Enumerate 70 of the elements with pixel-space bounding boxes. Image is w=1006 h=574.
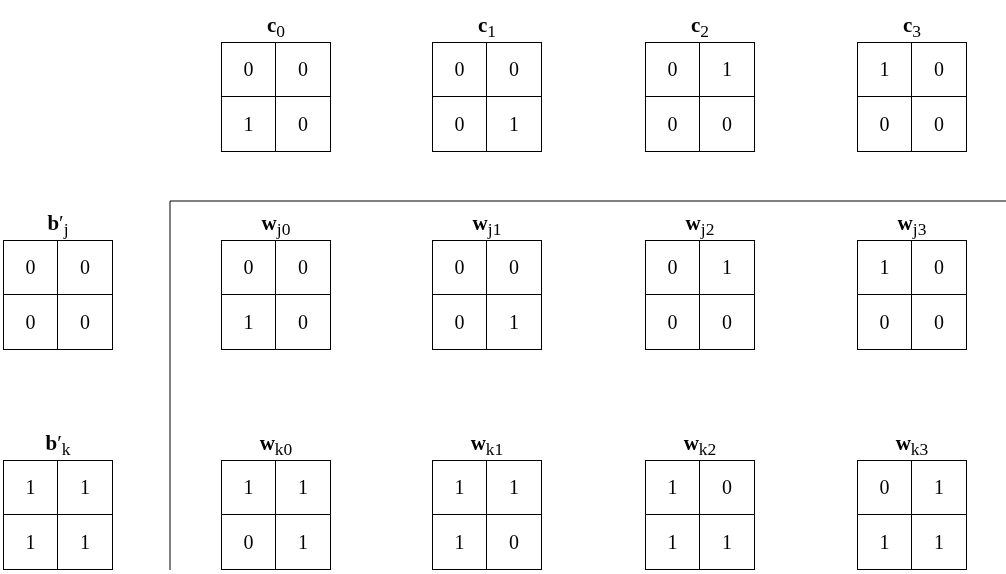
matrix-entry: 1	[934, 530, 944, 554]
matrix-entry: 1	[25, 476, 36, 499]
matrix-entry: 1	[243, 476, 254, 499]
matrix-entry: 0	[509, 530, 519, 554]
matrix-entry: 0	[298, 58, 308, 81]
matrix-entry: 0	[667, 112, 678, 136]
matrix-entry: 0	[667, 58, 678, 81]
matrix-label: w$_{j2}$	[685, 210, 715, 238]
matrix-label: w$_{k1}$	[470, 430, 504, 458]
matrix-entry: 1	[879, 530, 890, 554]
matrix-entry: 1	[298, 530, 308, 554]
matrix-entry: 1	[722, 58, 732, 81]
matrix-entry: 0	[454, 310, 465, 334]
matrix-entry: 0	[879, 112, 890, 136]
matrix-entry: 1	[722, 256, 732, 279]
matrix-entry: 0	[509, 58, 519, 81]
matrix-label: c$_{2}$	[690, 12, 710, 40]
matrix-entry: 0	[243, 530, 254, 554]
matrix-entry: 0	[509, 256, 519, 279]
matrix-entry: 0	[243, 58, 254, 81]
matrix-entry: 0	[298, 256, 308, 279]
matrix-entry: 0	[243, 256, 254, 279]
matrix-entry: 1	[879, 256, 890, 279]
matrix-label: c$_{3}$	[902, 12, 922, 40]
matrix-entry: 1	[934, 476, 944, 499]
matrix-entry: 1	[80, 530, 90, 554]
matrix-entry: 1	[509, 310, 519, 334]
matrix-entry: 0	[667, 256, 678, 279]
matrix-entry: 1	[243, 112, 254, 136]
matrix-label: w$_{k2}$	[683, 430, 717, 458]
matrix-label: w$_{j0}$	[261, 210, 291, 238]
matrix-entry: 1	[509, 476, 519, 499]
matrix-label: w$_{k0}$	[259, 430, 293, 458]
matrix-entry: 1	[509, 112, 519, 136]
matrix-entry: 1	[722, 530, 732, 554]
matrix-entry: 0	[879, 310, 890, 334]
matrix-entry: 0	[298, 112, 308, 136]
matrix-entry: 0	[667, 310, 678, 334]
matrix-entry: 1	[454, 476, 465, 499]
matrix-entry: 1	[879, 58, 890, 81]
matrix-label: w$_{j1}$	[472, 210, 502, 238]
matrix-label: b′$_{j}$	[47, 210, 69, 238]
matrix-entry: 0	[80, 256, 90, 279]
matrix-label: c$_{1}$	[477, 12, 497, 40]
matrix-entry: 0	[722, 310, 732, 334]
matrix-entry: 1	[667, 530, 678, 554]
matrix-label: w$_{k3}$	[895, 430, 929, 458]
matrix-entry: 0	[25, 256, 36, 279]
matrix-entry: 0	[722, 476, 732, 499]
matrix-entry: 1	[667, 476, 678, 499]
matrix-entry: 1	[298, 476, 308, 499]
matrix-label: w$_{j3}$	[897, 210, 927, 238]
matrix-entry: 0	[454, 112, 465, 136]
matrix-entry: 1	[25, 530, 36, 554]
matrix-entry: 0	[879, 476, 890, 499]
matrix-entry: 1	[80, 476, 90, 499]
matrix-entry: 0	[722, 112, 732, 136]
matrix-entry: 0	[298, 310, 308, 334]
matrix-entry: 0	[454, 58, 465, 81]
matrix-entry: 0	[934, 58, 944, 81]
matrix-entry: 0	[934, 112, 944, 136]
matrix-entry: 0	[80, 310, 90, 334]
matrix-label: c$_{0}$	[266, 12, 286, 40]
matrix-label: b′$_{k}$	[45, 430, 71, 458]
matrix-entry: 1	[454, 530, 465, 554]
matrix-entry: 1	[243, 310, 254, 334]
matrix-entry: 0	[454, 256, 465, 279]
matrix-entry: 0	[934, 310, 944, 334]
matrix-entry: 0	[934, 256, 944, 279]
matrix-entry: 0	[25, 310, 36, 334]
